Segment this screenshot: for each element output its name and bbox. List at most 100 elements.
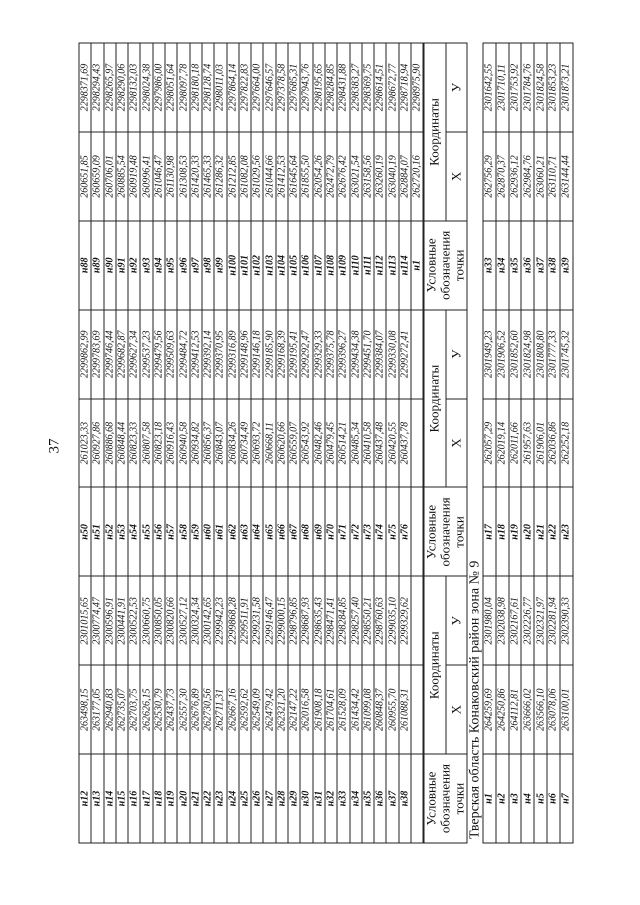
coord-y (410, 309, 423, 399)
coord-x: 260848,37 (373, 664, 386, 754)
coord-y: 2300441,91 (115, 575, 128, 665)
coord-y: 2298614,51 (373, 42, 386, 132)
coord-y: 2301808,80 (533, 309, 547, 399)
header-coordinates: Координаты (423, 309, 445, 487)
coord-x: 262703,75 (127, 664, 140, 754)
coord-y: 2298471,41 (324, 575, 337, 665)
coord-x: 262592,62 (238, 664, 251, 754)
point-id: н28 (275, 753, 288, 843)
coord-x: 260559,07 (287, 398, 300, 487)
point-id: н25 (238, 753, 251, 843)
coord-x: 262711,31 (213, 664, 227, 754)
coord-y: 2299272,41 (398, 309, 411, 399)
point-id: н108 (324, 220, 337, 310)
coord-x: 261420,33 (189, 131, 202, 221)
point-id: н88 (78, 220, 91, 310)
coord-y: 2301906,52 (495, 309, 509, 399)
point-id: н37 (533, 220, 547, 310)
coord-x: 261434,42 (349, 664, 362, 754)
coord-x: 263110,71 (546, 131, 560, 221)
coord-x: 260706,01 (103, 131, 116, 221)
coord-y: 2301824,98 (520, 309, 534, 399)
coord-x: 262884,07 (398, 131, 411, 221)
coord-x: 260479,45 (324, 398, 337, 487)
point-id: н35 (508, 220, 521, 310)
point-id: н76 (398, 487, 411, 576)
coord-y: 2299434,38 (349, 309, 362, 399)
point-id: н63 (238, 487, 251, 576)
coord-y: 2301873,21 (559, 42, 573, 132)
coord-x: 260996,41 (139, 131, 153, 221)
coord-y: 2301015,65 (78, 575, 91, 665)
coord-x: 260651,85 (78, 131, 91, 221)
point-id: н1 (482, 753, 496, 843)
coord-y: 2299509,63 (164, 309, 177, 399)
point-id: н2 (495, 753, 509, 843)
coord-x: 262730,56 (201, 664, 214, 754)
coord-y: 2301753,92 (508, 42, 521, 132)
coord-x: 262667,16 (226, 664, 239, 754)
coord-y: 2299479,56 (152, 309, 165, 399)
coord-x: 261286,32 (213, 131, 227, 221)
point-id: н113 (385, 220, 399, 310)
coord-y: 2298132,03 (127, 42, 140, 132)
coord-y: 2299329,62 (398, 575, 411, 665)
coord-y: 2299330,08 (385, 309, 399, 399)
point-id: н101 (238, 220, 251, 310)
coord-x: 263566,10 (533, 664, 547, 754)
point-id: н69 (312, 487, 325, 576)
header-point-label: Условные обозначения точки (423, 487, 467, 576)
coord-x: 264112,81 (508, 664, 521, 754)
coord-x: 260823,18 (152, 398, 165, 487)
coord-x: 262984,76 (520, 131, 534, 221)
coord-x: 261029,56 (250, 131, 263, 221)
coord-y: 2302281,94 (546, 575, 560, 665)
coord-y: 2298294,43 (90, 42, 104, 132)
point-id: н89 (90, 220, 104, 310)
coord-x: 262479,42 (262, 664, 276, 754)
point-id: н33 (336, 753, 350, 843)
zone-title: Тверская область Конаковский район зона … (466, 42, 483, 843)
point-id: н96 (176, 220, 190, 310)
coord-y: 2297986,00 (152, 42, 165, 132)
header-point-label: Условные обозначения точки (423, 753, 467, 843)
point-id: н14 (103, 753, 116, 843)
coord-x: 262057,29 (482, 398, 496, 487)
coord-y: 2301777,33 (546, 309, 560, 399)
coord-x: 260410,58 (361, 398, 374, 487)
point-id: н51 (90, 487, 104, 576)
coord-y: 2299627,34 (127, 309, 140, 399)
coord-x: 260919,48 (127, 131, 140, 221)
point-id: н56 (152, 487, 165, 576)
coord-x: 263260,19 (373, 131, 386, 221)
point-id: н18 (152, 753, 165, 843)
coord-y: 2299035,10 (385, 575, 399, 665)
coord-x: 261046,47 (152, 131, 165, 221)
coord-y: 2302038,98 (495, 575, 509, 665)
coord-y: 2298097,78 (176, 42, 190, 132)
coord-x: 262549,09 (250, 664, 263, 754)
point-id: н114 (398, 220, 411, 310)
coord-x: 261044,66 (262, 131, 276, 221)
point-id: н39 (559, 220, 573, 310)
point-id: н54 (127, 487, 140, 576)
point-id: н23 (213, 753, 227, 843)
coord-x: 260659,09 (90, 131, 104, 221)
coord-y: 2298760,63 (373, 575, 386, 665)
point-id: н97 (189, 220, 202, 310)
coord-x: 262437,73 (164, 664, 177, 754)
coord-x: 262530,79 (152, 664, 165, 754)
coord-y: 2299412,53 (189, 309, 202, 399)
coord-y: 2300527,12 (176, 575, 190, 665)
coord-y: 2299231,58 (250, 575, 263, 665)
